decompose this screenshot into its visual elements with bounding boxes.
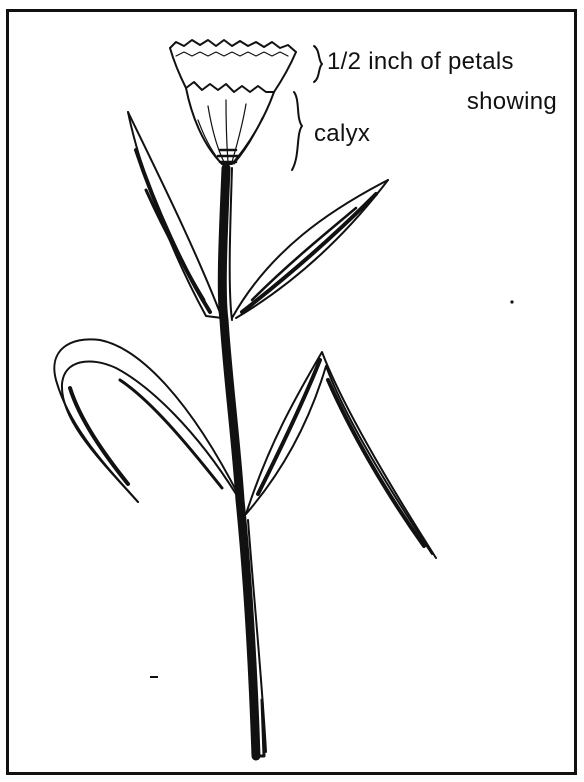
- flower-petals: [170, 40, 296, 92]
- leaf-upper-right: [232, 180, 388, 318]
- leaf-lower-right: [246, 352, 436, 558]
- calyx-label: calyx: [314, 120, 370, 148]
- leaf-lower-left: [54, 339, 240, 502]
- calyx-brace: [292, 92, 302, 170]
- label-braces: [292, 46, 322, 170]
- petals-brace: [314, 46, 322, 82]
- flower-calyx: [186, 88, 274, 164]
- petals-label-line2: showing: [467, 88, 557, 116]
- stray-marks: [150, 300, 514, 678]
- petals-label-line1: 1/2 inch of petals: [327, 48, 514, 76]
- stem: [222, 168, 266, 756]
